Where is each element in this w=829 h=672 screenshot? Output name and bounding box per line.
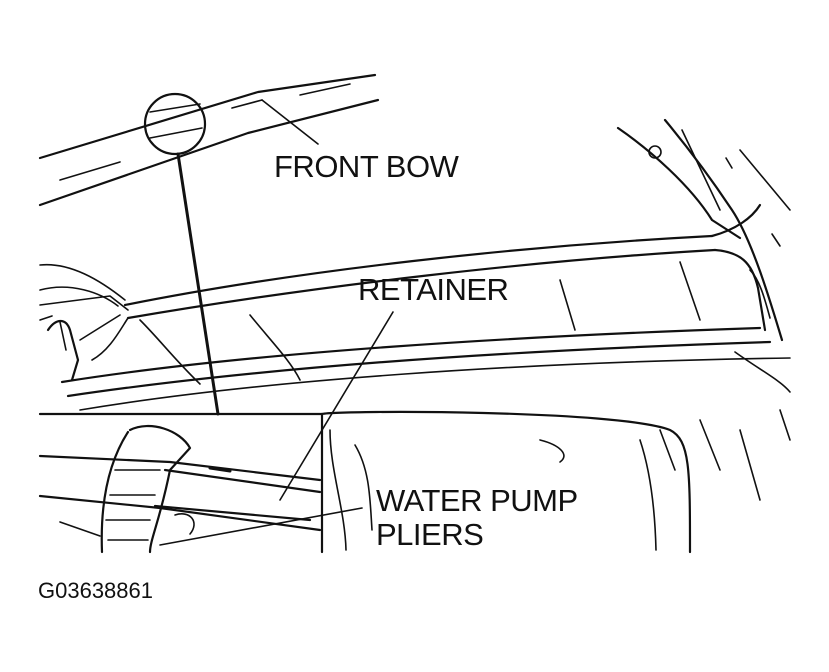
water-pump-label-line1: WATER PUMP [376,483,578,518]
figure-id: G03638861 [38,578,153,603]
retainer-leader [279,311,394,501]
water-pump-pliers-drawing [38,425,322,554]
front-bow-leader [261,99,319,145]
pliers-leader [159,507,363,546]
front-bow-label: FRONT BOW [274,149,460,184]
detail-inset [38,409,791,554]
left-trim-drawing [39,263,129,382]
right-pillar-drawing [616,118,791,393]
front-bow-drawing [38,73,380,207]
retainer-panel-drawing [60,203,791,411]
magnifier-callout [143,92,220,416]
retainer-label: RETAINER [358,272,508,307]
water-pump-label-line2: PLIERS [376,517,483,552]
